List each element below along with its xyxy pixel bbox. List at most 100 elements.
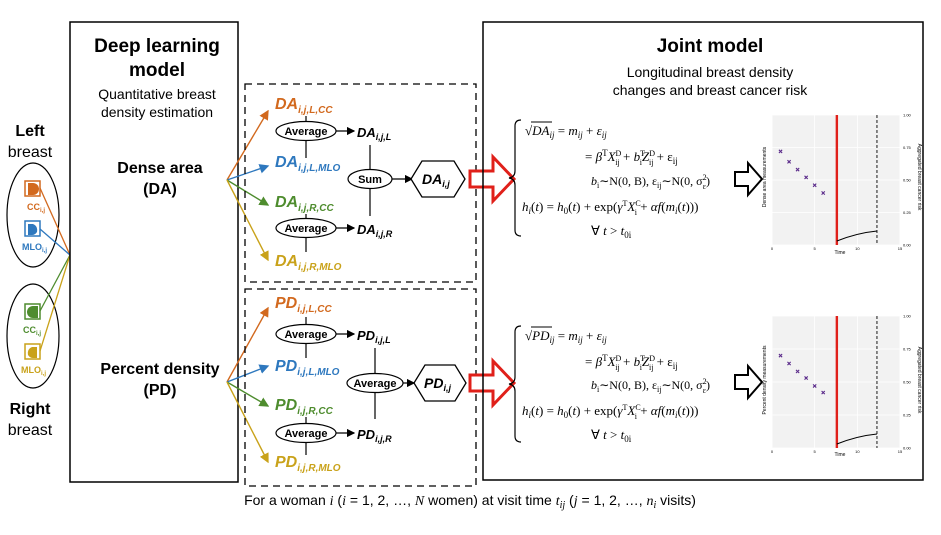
percent-density-label-1: Percent density: [100, 361, 219, 378]
pd-plot-xtick: 0: [771, 449, 774, 454]
cc-left-connector: [39, 187, 71, 256]
da-left-mlo: DAi,j,L,MLO: [275, 154, 341, 174]
mlo-right-connector: [39, 254, 71, 352]
pd-right-average-result: PDi,j,R: [357, 427, 392, 444]
da-plot-y2tick: 0.25: [903, 210, 912, 215]
pd-plot-point: [821, 390, 826, 395]
da-plot-risk-curve: [836, 230, 878, 242]
cc-right-icon: [27, 306, 38, 318]
pd-final-label: PDi,j: [424, 375, 451, 393]
da-plot-xtick: 15: [898, 246, 903, 251]
pd-eq-line-1: √PDij = mij + εij: [525, 328, 607, 345]
pd-plot-y2tick: 0.75: [903, 347, 912, 352]
da-block: DAi,j,L,CC DAi,j,L,MLO DAi,j,R,CC DAi,j,…: [244, 83, 477, 283]
da-right-average-result: DAi,j,R: [357, 222, 393, 239]
dense-area-label-1: Dense area: [117, 160, 202, 177]
mlo-right-icon: [27, 347, 37, 358]
pd-left-cc: PDi,j,L,CC: [275, 295, 332, 315]
left-breast-title: Left: [15, 123, 45, 140]
mlo-left-view-box: [24, 220, 41, 237]
pd-left-average-result: PDi,j,L: [357, 328, 391, 345]
da-plot-point: [812, 183, 817, 188]
deep-model-subtitle-2: density estimation: [101, 104, 213, 120]
da-plot-xtick: 0: [771, 246, 774, 251]
pd-plot-ylabel: Percent density measurements: [762, 345, 768, 414]
pd-eq-line-5: ∀ t > t0i: [591, 427, 632, 444]
cc-right-label: CCi,j: [23, 325, 41, 337]
pd-average-left-label: Average: [284, 329, 327, 341]
pd-left-mlo: PDi,j,L,MLO: [275, 358, 340, 378]
pd-plot-y2tick: 1.00: [903, 314, 912, 319]
cc-right-view-box: [24, 303, 41, 320]
da-left-average-result: DAi,j,L: [357, 125, 391, 142]
cc-left-label: CCi,j: [27, 202, 45, 214]
da-right-cc: DAi,j,R,CC: [275, 194, 334, 214]
cc-left-icon: [28, 183, 39, 195]
pd-plot-y2tick: 0.25: [903, 413, 912, 418]
dense-area-label-2: (DA): [143, 181, 177, 198]
pd-plot-xtick: 10: [855, 449, 860, 454]
pd-plot-risk-curve: [836, 433, 878, 445]
da-average-left-label: Average: [284, 126, 327, 138]
pd-plot-point: [812, 383, 817, 388]
pd-to-plot-arrow: [734, 363, 764, 401]
da-final-hexagon: [410, 160, 466, 198]
pd-trajectory-plot: Percent density measurements Aggregated …: [762, 314, 922, 459]
pd-plot-point: [787, 361, 792, 366]
left-breast-ellipse: [6, 162, 60, 268]
joint-model-subtitle-2: changes and breast cancer risk: [613, 82, 809, 98]
footer-caption: For a woman i (i = 1, 2, …, N women) at …: [244, 492, 696, 511]
joint-model-subtitle-1: Longitudinal breast density: [627, 64, 794, 80]
right-breast-title: Right: [10, 401, 52, 418]
da-eq-line-1: √DAij = mij + εij: [525, 123, 607, 140]
da-equation-brace: [508, 119, 522, 237]
pd-plot-y2label: Aggregated breast cancer risk: [916, 347, 922, 414]
pd-equation-brace: [508, 325, 522, 443]
da-plot-ylabel: Dense area measurements: [762, 146, 768, 207]
da-plot-xtick: 5: [814, 246, 817, 251]
da-plot-xtick: 10: [855, 246, 860, 251]
da-plot-y2tick: 0.75: [903, 145, 912, 150]
pd-plot-point: [804, 376, 809, 381]
da-plot-point: [795, 167, 800, 172]
joint-model: Joint model Longitudinal breast density …: [482, 21, 924, 481]
mlo-right-view-box: [24, 343, 41, 360]
pd-plot-point: [795, 369, 800, 374]
mlo-left-icon: [28, 224, 38, 235]
percent-density-label-2: (PD): [144, 382, 177, 399]
da-eq-line-5: ∀ t > t0i: [591, 223, 632, 240]
mlo-right-label: MLOi,j: [21, 365, 46, 377]
deep-model-box: [69, 21, 239, 483]
joint-model-title: Joint model: [657, 36, 764, 57]
deep-model-subtitle-1: Quantitative breast: [98, 86, 216, 102]
pd-plot-y2tick: 0.00: [903, 446, 912, 451]
pd-combine-label: Average: [353, 378, 396, 390]
da-plot-y2tick: 1.00: [903, 113, 912, 118]
pd-plot-xlabel: Time: [835, 452, 846, 458]
mlo-left-label: MLOi,j: [22, 242, 47, 254]
right-breast-word: breast: [8, 422, 53, 439]
pd-average-right-label: Average: [284, 428, 327, 440]
da-average-right-label: Average: [284, 223, 327, 235]
da-plot-y2tick: 0.00: [903, 243, 912, 248]
pd-block: PDi,j,L,CC PDi,j,L,MLO PDi,j,R,CC PDi,j,…: [244, 288, 477, 487]
mlo-left-connector: [39, 228, 71, 256]
deep-model-title-2: model: [129, 60, 185, 81]
da-plot-y2tick: 0.50: [903, 178, 912, 183]
breast-panel: Left breast CCi,j MLOi,j CCi,j MLOi,j Ri…: [6, 123, 71, 439]
pd-plot-xtick: 15: [898, 449, 903, 454]
da-trajectory-plot: Dense area measurements Aggregated breas…: [762, 113, 922, 257]
pd-to-joint-arrow: [468, 357, 517, 409]
pd-right-mlo: PDi,j,R,MLO: [275, 454, 341, 474]
deep-model-title-1: Deep learning: [94, 36, 220, 57]
da-sum-label: Sum: [358, 174, 382, 186]
da-left-cc: DAi,j,L,CC: [275, 96, 333, 116]
